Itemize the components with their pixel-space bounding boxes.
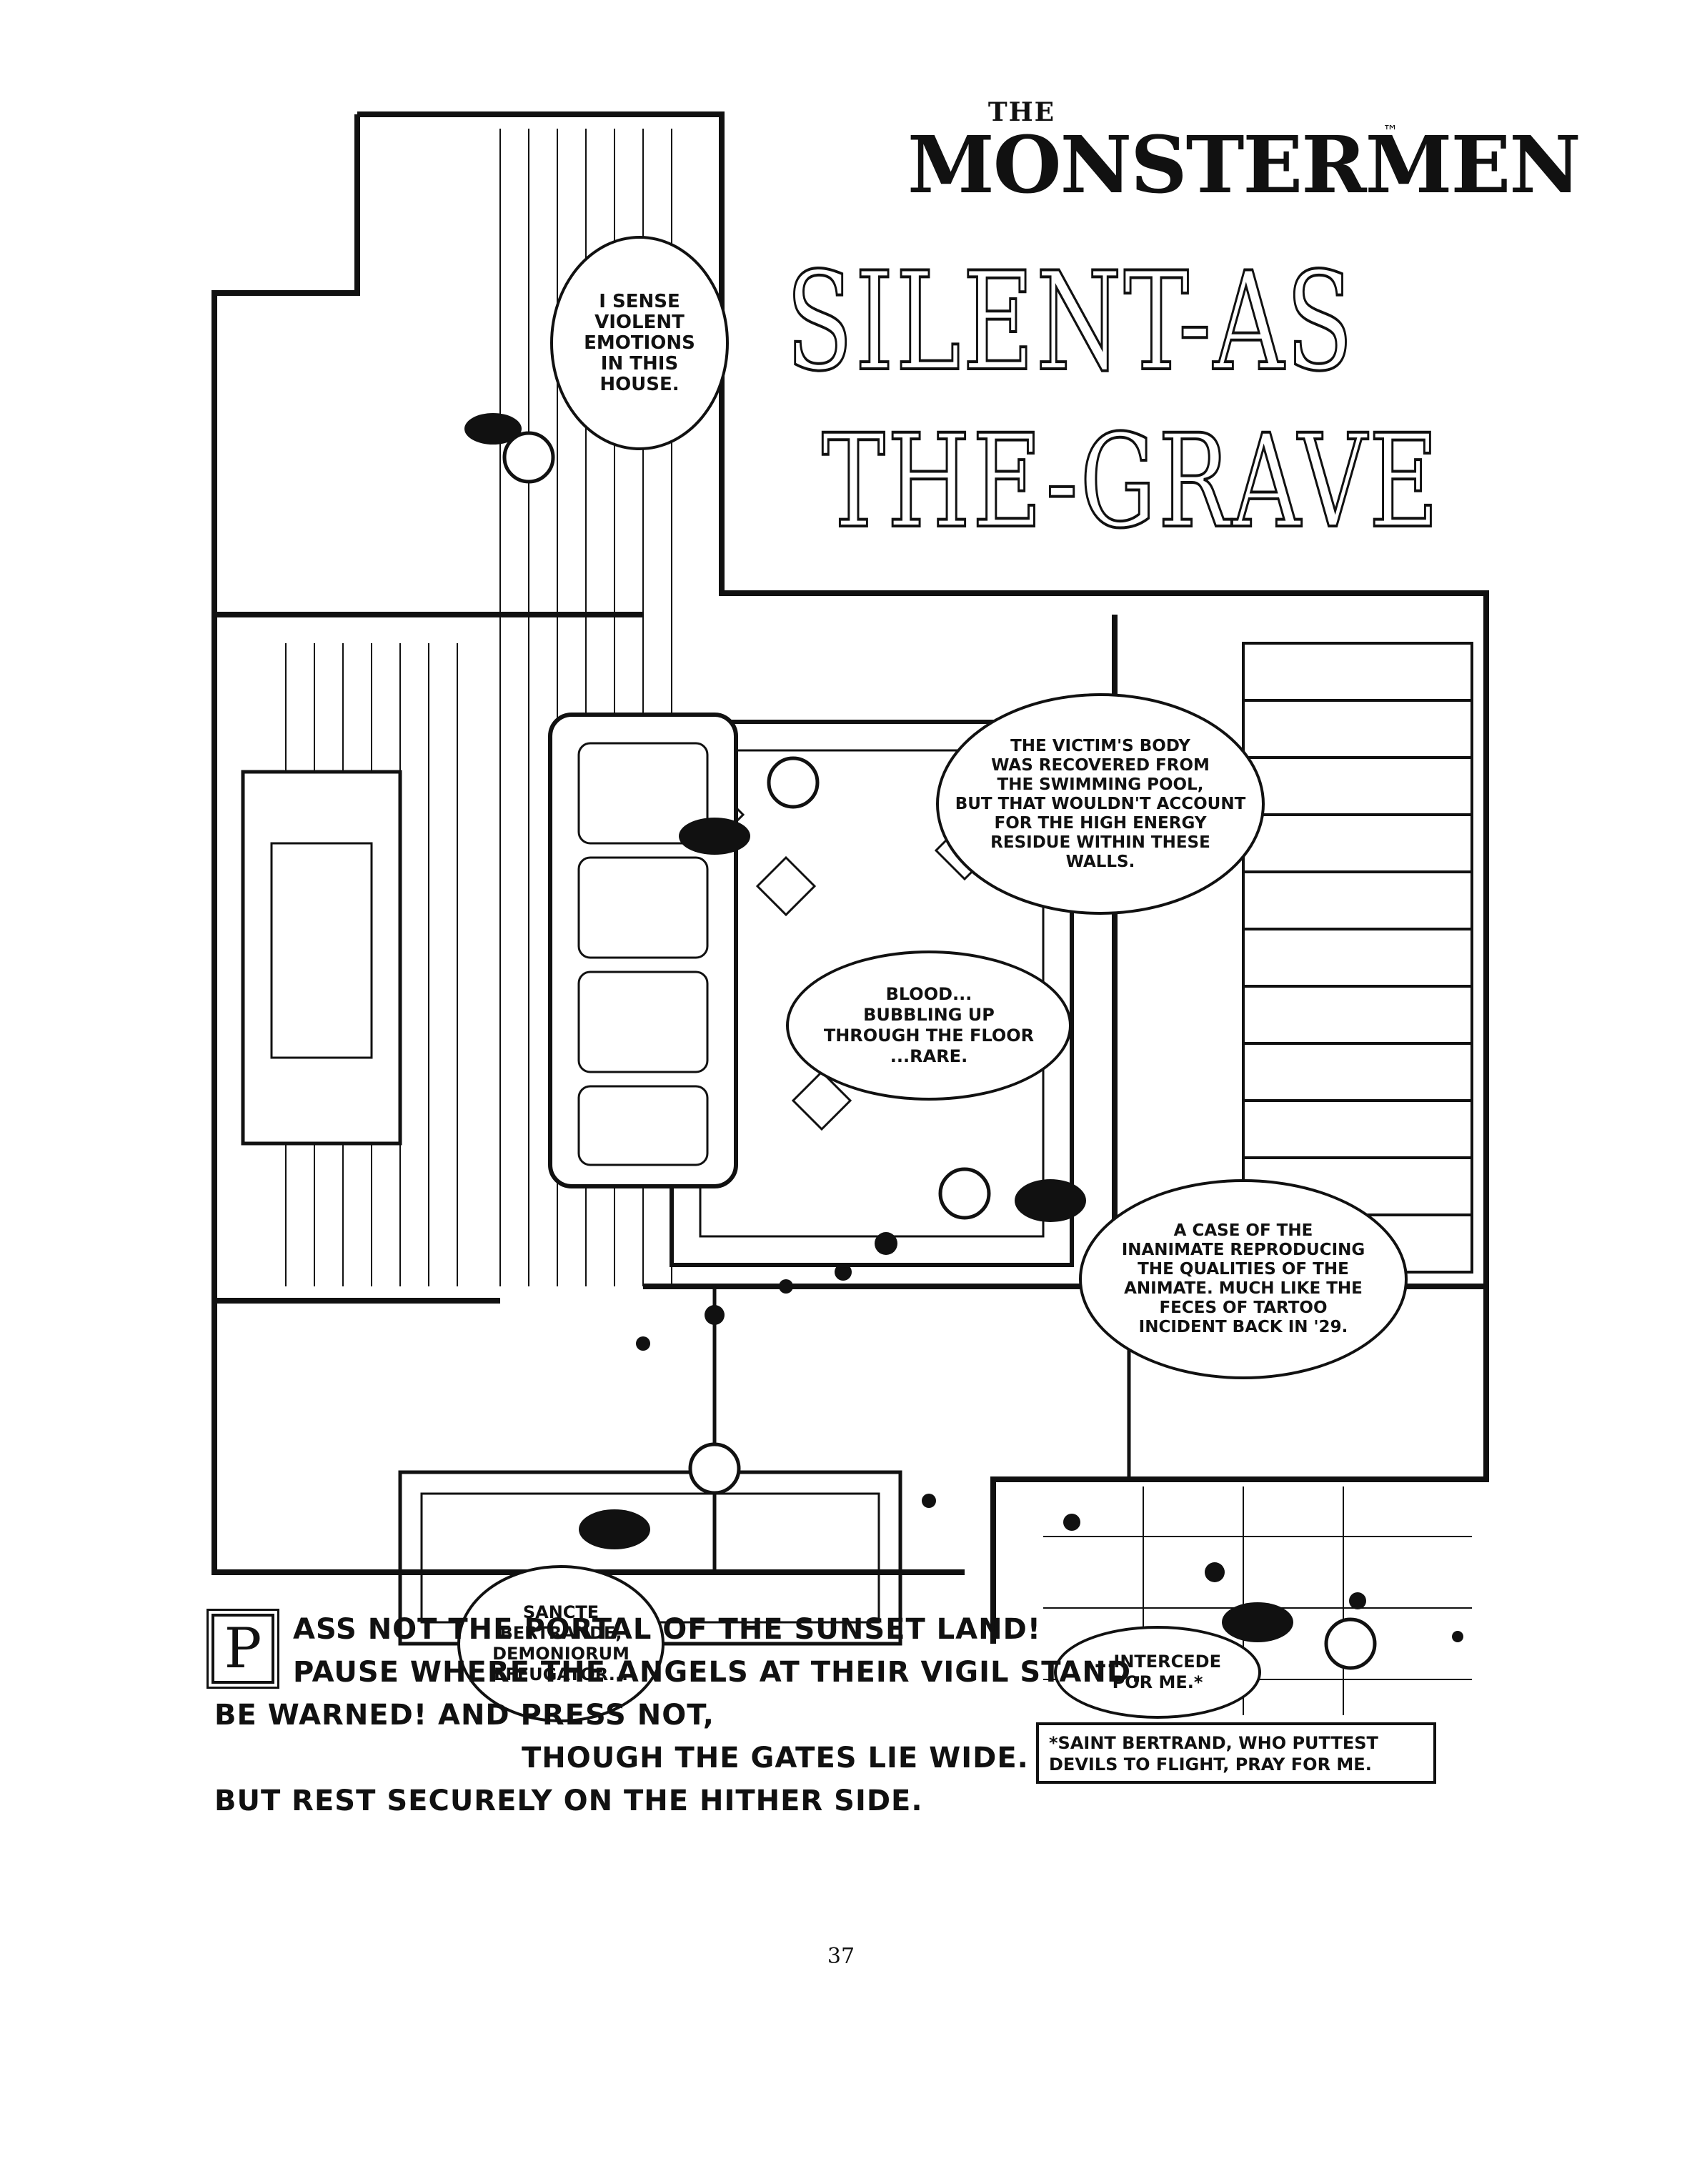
footnote-box: *SAINT BERTRAND, WHO PUTTEST DEVILS TO F…	[1036, 1722, 1436, 1784]
title-line-1: SILENT-AS	[785, 242, 1355, 402]
speech-balloon-3: BLOOD... BUBBLING UP THROUGH THE FLOOR .…	[786, 950, 1072, 1101]
poem-drop-cap: P	[206, 1609, 279, 1689]
speech-balloon-5: SANCTE BERTRANDE, DEMONIORUM EFFUGATOR..…	[457, 1565, 665, 1722]
speech-balloon-1: I SENSE VIOLENT EMOTIONS IN THIS HOUSE.	[550, 236, 729, 450]
title-line-2: THE-GRAVE	[821, 406, 1441, 558]
page-number: 37	[827, 1944, 855, 1969]
poem-line-1: ASS NOT THE PORTAL OF THE SUNSET LAND!	[293, 1613, 1042, 1646]
logo-monstermen: MONSTERMEN	[907, 119, 1581, 211]
speech-balloon-2: THE VICTIM'S BODY WAS RECOVERED FROM THE…	[936, 693, 1265, 915]
poem-line-3: BE WARNED! AND PRESS NOT,	[214, 1699, 715, 1732]
logo-the: THE	[987, 97, 1056, 127]
poem-line-2: PAUSE WHERE THE ANGELS AT THEIR VIGIL ST…	[293, 1656, 1143, 1689]
poem-line-5: BUT REST SECURELY ON THE HITHER SIDE.	[214, 1785, 923, 1817]
poem-line-4: THOUGH THE GATES LIE WIDE.	[522, 1742, 1029, 1774]
poem: ASS NOT THE PORTAL OF THE SUNSET LAND! P…	[214, 1608, 1143, 1822]
speech-balloon-4: A CASE OF THE INANIMATE REPRODUCING THE …	[1079, 1179, 1408, 1379]
speech-balloon-6: ...INTERCEDE POR ME.*	[1054, 1626, 1261, 1719]
logo-trademark: ™	[1383, 123, 1398, 141]
